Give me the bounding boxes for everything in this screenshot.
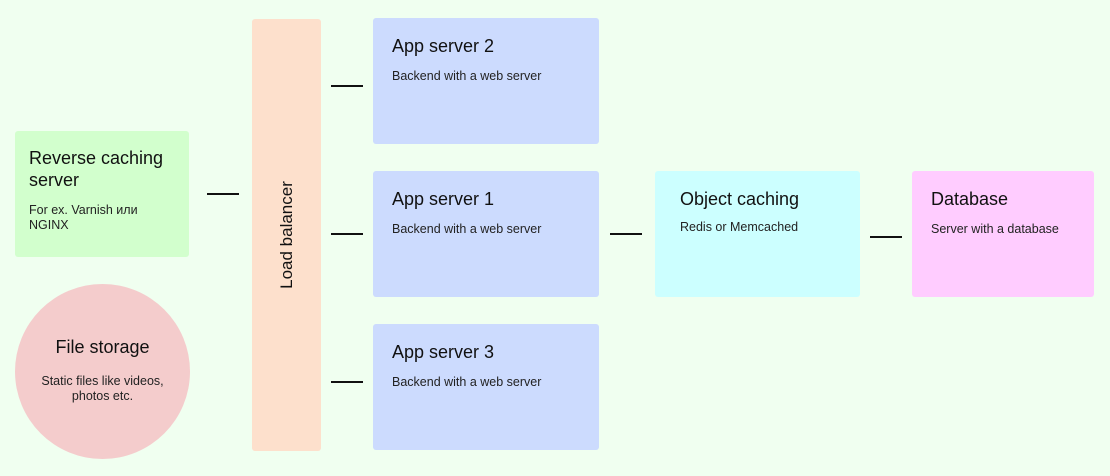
app-server-1-box: App server 1 Backend with a web server [373, 171, 599, 297]
app-server-3-desc: Backend with a web server [392, 375, 542, 389]
file-storage-desc: Static files like videos, photos etc. [41, 374, 164, 403]
app-server-2-box: App server 2 Backend with a web server [373, 18, 599, 144]
file-storage-circle: File storage Static files like videos, p… [15, 284, 190, 459]
file-storage-title: File storage [55, 337, 150, 357]
reverse-caching-server-title: Reverse caching server [29, 148, 164, 190]
database-desc: Server with a database [931, 222, 1059, 236]
database-title: Database [931, 189, 1009, 209]
connector-object-cache-to-db [870, 236, 902, 238]
app-server-1-desc: Backend with a web server [392, 222, 542, 236]
app-server-1-title: App server 1 [392, 189, 495, 209]
app-server-2-title: App server 2 [392, 36, 495, 56]
database-box: Database Server with a database [912, 171, 1094, 297]
app-server-3-box: App server 3 Backend with a web server [373, 324, 599, 450]
connector-cache-to-lb [207, 193, 239, 195]
connector-lb-to-app2 [331, 85, 363, 87]
object-caching-box: Object caching Redis or Memcached [655, 171, 860, 297]
app-server-3-title: App server 3 [392, 342, 495, 362]
object-caching-desc: Redis or Memcached [680, 220, 799, 234]
reverse-caching-server-box: Reverse caching server For ex. Varnish и… [15, 131, 189, 257]
object-caching-title: Object caching [680, 189, 800, 209]
connector-app1-to-object-cache [610, 233, 642, 235]
connector-lb-to-app3 [331, 381, 363, 383]
load-balancer-label: Load balancer [276, 181, 296, 289]
app-server-2-desc: Backend with a web server [392, 69, 542, 83]
load-balancer-box: Load balancer [252, 19, 321, 451]
reverse-caching-server-desc: For ex. Varnish или NGINX [29, 203, 138, 232]
connector-lb-to-app1 [331, 233, 363, 235]
